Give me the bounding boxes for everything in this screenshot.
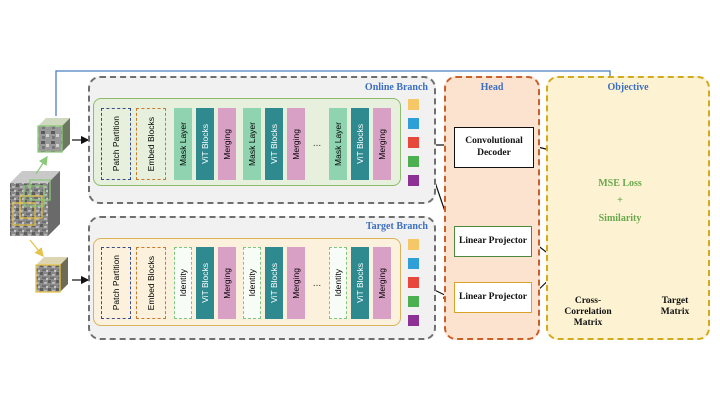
online-ellipsis: ... bbox=[312, 138, 322, 149]
cross-correlation-label: Cross-Correlation Matrix bbox=[564, 296, 612, 328]
target-matrix-label: Target Matrix bbox=[660, 296, 690, 317]
target-patch-partition: Patch Partition bbox=[101, 247, 131, 319]
online-merging: Merging bbox=[287, 108, 305, 180]
online-merging: Merging bbox=[218, 108, 236, 180]
online-patch-partition: Patch Partition bbox=[101, 108, 131, 180]
online-token-red bbox=[408, 137, 419, 148]
arrow-to-target-crop bbox=[29, 239, 44, 258]
mse-loss-label: MSE Loss bbox=[598, 178, 642, 189]
target-ellipsis: ... bbox=[312, 278, 322, 289]
plus-label: + bbox=[617, 195, 623, 206]
head-title: Head bbox=[480, 82, 504, 93]
target-merging: Merging bbox=[218, 247, 236, 319]
target-token-yellow bbox=[408, 239, 419, 250]
online-mask-layer: Mask Layer bbox=[243, 108, 261, 180]
target-merging: Merging bbox=[373, 247, 391, 319]
target-token-blue bbox=[408, 258, 419, 269]
online-vit-blocks: ViT Blocks bbox=[196, 108, 214, 180]
online-vit-blocks: ViT Blocks bbox=[265, 108, 283, 180]
target-token-purple bbox=[408, 315, 419, 326]
target-vit-blocks: ViT Blocks bbox=[265, 247, 283, 319]
online-vit-blocks: ViT Blocks bbox=[351, 108, 369, 180]
linear-projector-target: Linear Projector bbox=[454, 282, 532, 313]
target-crop-cube bbox=[35, 257, 68, 293]
target-identity-layer: Identity bbox=[243, 247, 261, 319]
target-merging: Merging bbox=[287, 247, 305, 319]
online-branch-title: Online Branch bbox=[364, 82, 428, 93]
online-mask-layer: Mask Layer bbox=[329, 108, 347, 180]
online-token-green bbox=[408, 156, 419, 167]
input-volume-cube bbox=[10, 171, 60, 236]
online-mask-layer: Mask Layer bbox=[174, 108, 192, 180]
online-token-yellow bbox=[408, 99, 419, 110]
target-vit-blocks: ViT Blocks bbox=[196, 247, 214, 319]
online-token-purple bbox=[408, 175, 419, 186]
target-embed-blocks: Embed Blocks bbox=[136, 247, 166, 319]
target-identity-layer: Identity bbox=[329, 247, 347, 319]
online-crop-cube bbox=[37, 118, 70, 153]
target-token-green bbox=[408, 296, 419, 307]
online-token-blue bbox=[408, 118, 419, 129]
online-embed-blocks: Embed Blocks bbox=[136, 108, 166, 180]
similarity-label: Similarity bbox=[598, 213, 642, 224]
objective-panel bbox=[546, 76, 710, 340]
convolutional-decoder: Convolutional Decoder bbox=[454, 127, 534, 168]
arrow-to-online-crop bbox=[35, 155, 48, 175]
target-branch-title: Target Branch bbox=[365, 221, 428, 232]
online-merging: Merging bbox=[373, 108, 391, 180]
target-identity-layer: Identity bbox=[174, 247, 192, 319]
objective-title: Objective bbox=[607, 82, 649, 93]
target-vit-blocks: ViT Blocks bbox=[351, 247, 369, 319]
linear-projector-online: Linear Projector bbox=[454, 226, 532, 257]
target-token-red bbox=[408, 277, 419, 288]
